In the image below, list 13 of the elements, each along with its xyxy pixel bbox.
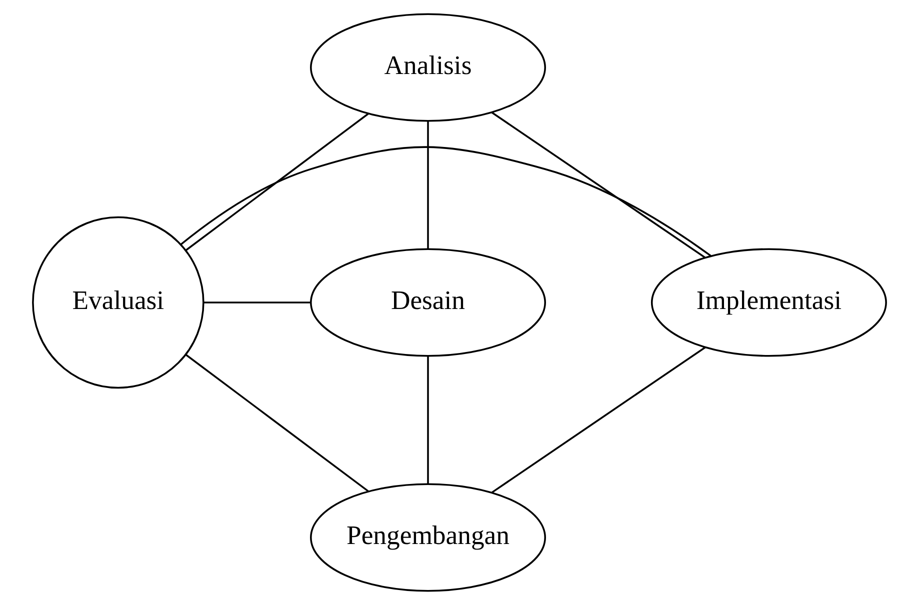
node-ellipse: Desain <box>310 248 546 357</box>
connector <box>491 346 706 494</box>
connector <box>180 146 711 257</box>
connector <box>184 354 368 492</box>
connector <box>490 112 705 258</box>
node-circle: Evaluasi <box>32 216 204 389</box>
connector <box>426 356 428 484</box>
node-ellipse: Pengembangan <box>310 483 546 592</box>
connector <box>184 113 368 252</box>
node-ellipse: Analisis <box>310 13 546 122</box>
connector <box>426 121 428 250</box>
connector <box>203 302 310 304</box>
node-ellipse: Implementasi <box>650 248 886 357</box>
